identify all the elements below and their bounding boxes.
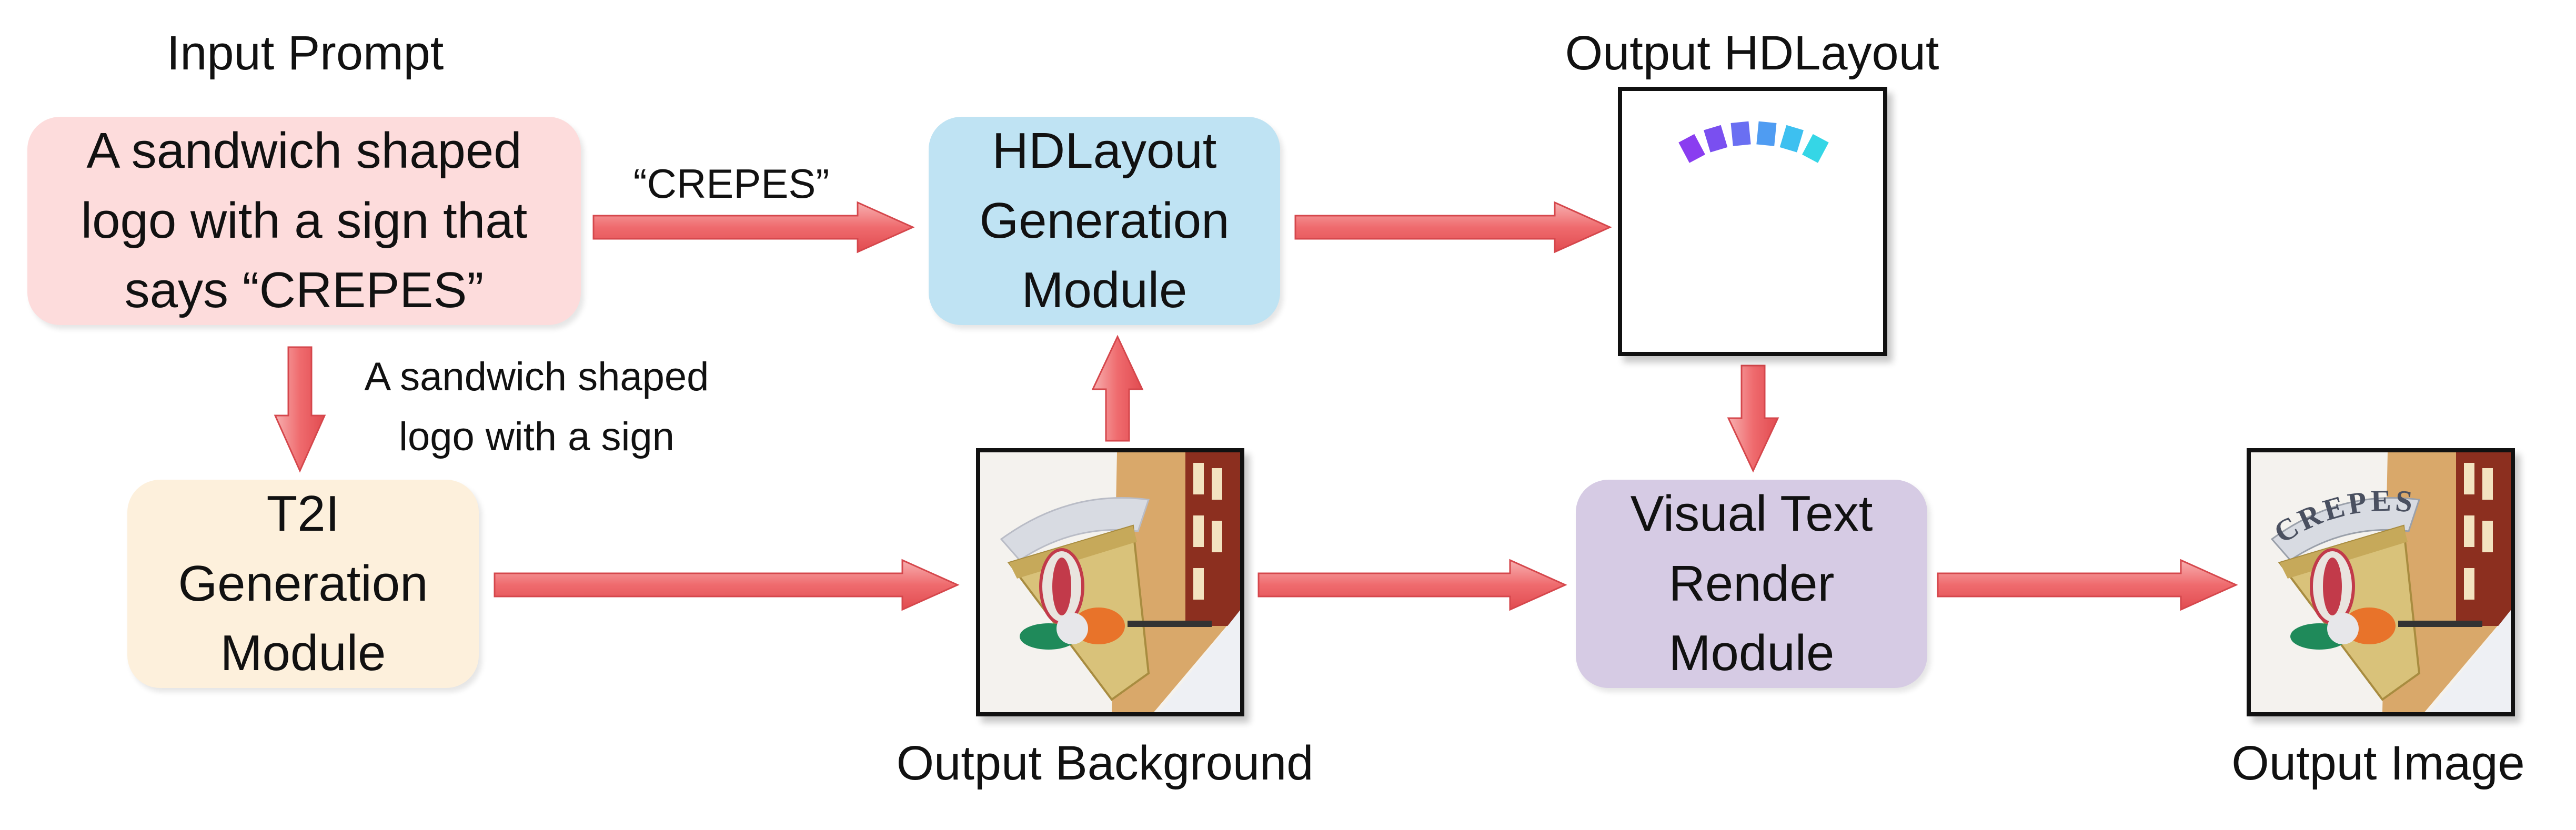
background-image xyxy=(980,452,1240,712)
input-prompt-line: says “CREPES” xyxy=(124,262,484,319)
input-prompt-line: A sandwich shaped xyxy=(86,123,522,179)
arrow-input-to-t2i xyxy=(274,346,326,473)
input-prompt-box: A sandwich shaped logo with a sign that … xyxy=(27,117,581,325)
output-background-label: Output Background xyxy=(896,736,1314,790)
input-prompt-line: logo with a sign that xyxy=(80,192,528,249)
input-prompt-label: Input Prompt xyxy=(166,26,444,80)
layout-box xyxy=(1704,125,1728,153)
layout-box xyxy=(1756,121,1777,146)
layout-box xyxy=(1730,121,1751,146)
visual-text-render-module: Visual Text Render Module xyxy=(1576,480,1927,688)
arrow-hdlayout-to-render xyxy=(1727,365,1779,473)
module-line: Module xyxy=(1021,262,1188,319)
layout-box xyxy=(1779,125,1804,153)
module-line: Generation xyxy=(979,192,1230,249)
module-line: Module xyxy=(1668,625,1835,682)
output-image-label: Output Image xyxy=(2231,736,2525,790)
arrow-input-to-hdlayout xyxy=(592,201,915,254)
output-image: CREPES xyxy=(2251,452,2511,712)
edge-label-line: logo with a sign xyxy=(399,414,675,459)
output-hdlayout-label: Output HDLayout xyxy=(1565,26,1939,80)
edge-label-prompt-part: A sandwich shaped logo with a sign xyxy=(337,347,737,467)
edge-label-line: A sandwich shaped xyxy=(364,355,709,399)
arrow-hdlayout-to-output xyxy=(1294,201,1612,254)
output-image-frame: CREPES xyxy=(2247,448,2515,716)
hdlayout-generation-module: HDLayout Generation Module xyxy=(929,117,1280,325)
output-background-frame xyxy=(976,448,1244,716)
module-line: Visual Text xyxy=(1630,485,1873,542)
module-line: Generation xyxy=(178,555,428,612)
arrow-t2i-to-background xyxy=(494,559,960,611)
layout-box xyxy=(1802,134,1829,163)
module-line: Module xyxy=(220,625,386,682)
t2i-generation-module: T2I Generation Module xyxy=(127,480,479,688)
arrow-render-to-output-image xyxy=(1937,559,2238,611)
arrow-background-to-hdlayout xyxy=(1091,335,1144,442)
module-line: T2I xyxy=(266,485,340,542)
edge-label-crepes: “CREPES” xyxy=(633,160,830,207)
module-line: Render xyxy=(1668,555,1835,612)
output-hdlayout-frame xyxy=(1618,87,1887,356)
layout-boxes xyxy=(1678,121,1829,163)
layout-box xyxy=(1678,134,1705,163)
arrow-background-to-render xyxy=(1257,559,1567,611)
module-line: HDLayout xyxy=(992,123,1217,179)
